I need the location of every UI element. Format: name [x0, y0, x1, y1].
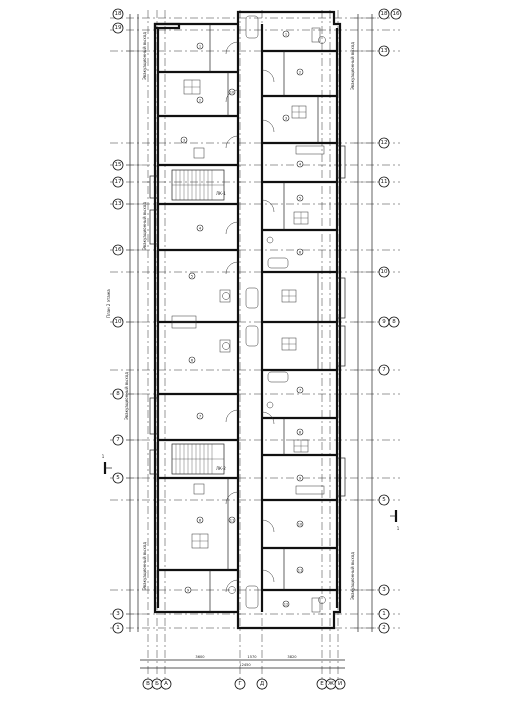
- axis-label: 2: [382, 625, 386, 631]
- room-tag: 10: [298, 522, 303, 526]
- room-tag: 9: [187, 588, 190, 592]
- note-exit-1: Эвакуационный выход: [142, 32, 147, 80]
- svg-text:1570: 1570: [247, 655, 257, 659]
- svg-text:3820: 3820: [287, 655, 297, 659]
- room-tag: 12: [284, 602, 289, 606]
- room-tag: 3: [183, 138, 185, 142]
- axis-label: 10: [115, 319, 122, 325]
- grid-lines: [110, 10, 400, 690]
- room-tag: 10: [230, 90, 235, 94]
- room-tags-left: 1 2 3 4 5 6 7 8 9 10 11: [180, 42, 236, 594]
- axis-letter: Б: [155, 681, 159, 687]
- axis-label: 18: [115, 11, 122, 17]
- axis-label: 10: [381, 269, 388, 275]
- axis-letter: Ж: [328, 681, 334, 687]
- note-exit-right-2: Эвакуационный выход: [350, 552, 355, 600]
- axis-letter: И: [338, 681, 342, 687]
- stairwell-upper: ЛК-1: [171, 169, 226, 201]
- axis-label: 8: [116, 391, 120, 397]
- room-tag: 2: [199, 98, 201, 102]
- room-tag: 4: [199, 226, 202, 230]
- axis-label: 9: [382, 319, 386, 325]
- room-tag: 11: [298, 568, 303, 572]
- axis-label: 8: [392, 319, 396, 325]
- vertical-notes: Эвакуационный выход Эвакуационный выход …: [106, 32, 355, 600]
- dimension-lines-left: [126, 14, 142, 632]
- room-tag: 6: [191, 358, 194, 362]
- axis-label: 1: [382, 611, 386, 617]
- axis-bubbles-left: 18 19 15 17 13 16 10 8 7 5 3 1: [112, 8, 124, 634]
- axis-letter: В: [146, 681, 150, 687]
- axis-label: 15: [115, 162, 122, 168]
- room-tag: 5: [299, 196, 301, 200]
- axis-bubbles-right: 18 16 13 12 11 10 9 8 7 5 3 1 2: [378, 8, 402, 634]
- room-tag: 3: [285, 116, 287, 120]
- stairwell-lower: ЛК-2: [171, 443, 226, 475]
- kitchen-fixtures: [171, 145, 325, 495]
- room-tag: 7: [199, 414, 201, 418]
- stair-label-1: ЛК-1: [216, 191, 226, 196]
- axis-letter: Д: [260, 681, 265, 687]
- axis-label: 11: [381, 179, 388, 185]
- axis-label: 13: [381, 48, 388, 54]
- note-floor-plan: План 2 этажа: [106, 289, 111, 318]
- axis-label: 16: [393, 11, 400, 17]
- room-tag: 2: [299, 70, 301, 74]
- axis-label: 18: [381, 11, 388, 17]
- axis-letter: Г: [238, 681, 242, 687]
- dimension-lines-bottom: 3600 1570 3820 12450: [140, 655, 345, 669]
- note-exit-3: Эвакуационный выход: [124, 372, 129, 420]
- axis-label: 16: [115, 247, 122, 253]
- section-mark-right: 1: [397, 526, 400, 531]
- room-tags-right: 1 2 3 4 5 6 7 8 9 10 11 12: [282, 30, 304, 608]
- note-exit-2: Эвакуационный выход: [142, 202, 147, 250]
- svg-text:12450: 12450: [239, 663, 251, 667]
- axis-label: 19: [115, 25, 122, 31]
- stair-label-2: ЛК-2: [216, 466, 226, 471]
- section-cut-marks: 1 1: [102, 454, 400, 531]
- note-exit-right-1: Эвакуационный выход: [350, 42, 355, 90]
- axis-bubbles-bottom: В Б А Г Д Е Ж И: [142, 678, 346, 690]
- dimension-lines-right: [354, 14, 376, 632]
- axis-label: 3: [382, 587, 386, 593]
- axis-letter: Е: [320, 681, 324, 687]
- axis-letter: А: [164, 681, 168, 687]
- axis-label: 13: [115, 201, 122, 207]
- room-tag: 4: [299, 162, 302, 166]
- bath-fixtures: [219, 15, 326, 613]
- balconies: [149, 145, 346, 497]
- room-tag: 6: [299, 250, 302, 254]
- room-tag: 9: [299, 476, 302, 480]
- axis-label: 12: [381, 140, 388, 146]
- room-tag: 5: [191, 274, 193, 278]
- svg-text:3600: 3600: [195, 655, 205, 659]
- room-tag: 1: [199, 44, 201, 48]
- room-tag: 1: [285, 32, 287, 36]
- axis-label: 1: [116, 625, 120, 631]
- room-tag: 7: [299, 388, 301, 392]
- note-exit-4: Эвакуационный выход: [142, 542, 147, 590]
- outer-walls: [153, 10, 342, 630]
- door-swings: [225, 41, 275, 593]
- room-tag: 8: [299, 430, 302, 434]
- room-tag: 11: [230, 518, 235, 522]
- axis-label: 7: [382, 367, 386, 373]
- axis-label: 7: [116, 437, 120, 443]
- interior-walls: [158, 24, 337, 612]
- axis-label: 17: [115, 179, 122, 185]
- furniture-grids: [183, 79, 309, 549]
- axis-label: 5: [116, 475, 120, 481]
- axis-label: 5: [382, 497, 386, 503]
- room-tag: 8: [199, 518, 202, 522]
- axis-label: 3: [116, 611, 120, 617]
- section-mark-left: 1: [102, 454, 105, 459]
